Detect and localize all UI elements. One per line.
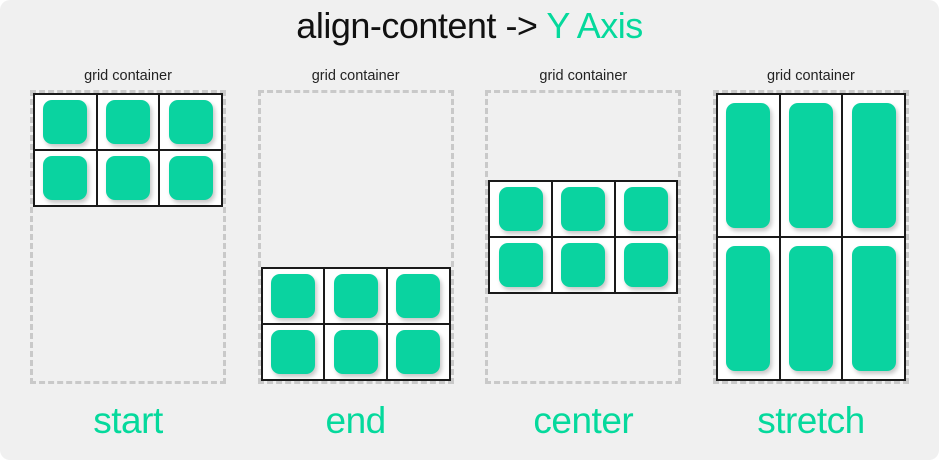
grid-container-caption: grid container bbox=[539, 68, 628, 84]
grid-cell bbox=[262, 269, 324, 323]
grid-item bbox=[726, 246, 771, 371]
grid-cell bbox=[160, 151, 221, 205]
grid-cell bbox=[97, 151, 159, 205]
grid-item bbox=[623, 187, 668, 231]
grid-cell bbox=[552, 182, 614, 236]
grid-container-center bbox=[485, 90, 682, 384]
grid-container-start bbox=[30, 90, 226, 384]
grid-cell bbox=[97, 95, 159, 149]
grid-cell bbox=[843, 238, 904, 379]
grid-cell bbox=[780, 95, 842, 236]
grid-item bbox=[396, 274, 441, 318]
grid-item bbox=[623, 243, 668, 287]
grid-item bbox=[270, 330, 315, 374]
grid-item bbox=[561, 243, 606, 287]
grid-cell bbox=[35, 151, 96, 205]
grid-cell bbox=[615, 182, 677, 236]
grid-cell bbox=[615, 238, 677, 292]
grid-cell bbox=[552, 238, 614, 292]
demo-row: grid container grid container bbox=[0, 66, 939, 460]
grid-item bbox=[788, 246, 833, 371]
demo-stretch: grid container bbox=[712, 66, 909, 460]
demo-start: grid container bbox=[30, 66, 226, 460]
demo-center: grid container bbox=[485, 66, 682, 460]
grid-item bbox=[561, 187, 606, 231]
grid-item bbox=[851, 103, 896, 228]
grid-item bbox=[43, 100, 88, 144]
title-property: align-content -> bbox=[296, 5, 547, 46]
grid-container-stretch bbox=[712, 90, 909, 384]
value-label-start: start bbox=[93, 400, 163, 441]
value-label-stretch: stretch bbox=[757, 400, 865, 441]
grid bbox=[488, 180, 679, 294]
grid-cell bbox=[780, 238, 842, 379]
grid-cell bbox=[843, 95, 904, 236]
grid-item bbox=[498, 187, 543, 231]
grid-cell bbox=[490, 238, 551, 292]
grid-item bbox=[105, 100, 150, 144]
grid-item bbox=[788, 103, 833, 228]
grid-item bbox=[396, 330, 441, 374]
grid-cell bbox=[325, 269, 386, 323]
grid-cell bbox=[160, 95, 221, 149]
grid-item bbox=[333, 330, 378, 374]
grid bbox=[715, 93, 906, 381]
demo-end: grid container bbox=[257, 66, 454, 460]
grid-item bbox=[498, 243, 543, 287]
grid-cell bbox=[717, 95, 779, 236]
value-label-center: center bbox=[533, 400, 634, 441]
grid-item bbox=[726, 103, 771, 228]
grid bbox=[260, 267, 451, 381]
grid-item bbox=[333, 274, 378, 318]
grid-cell bbox=[262, 325, 324, 379]
grid-container-end bbox=[257, 90, 454, 384]
grid-item bbox=[105, 156, 150, 200]
grid-item bbox=[168, 100, 213, 144]
grid-cell bbox=[387, 269, 449, 323]
value-label-end: end bbox=[325, 400, 387, 441]
grid-container-caption: grid container bbox=[311, 68, 400, 84]
grid-cell bbox=[717, 238, 779, 379]
grid-cell bbox=[490, 182, 551, 236]
title-axis: Y Axis bbox=[546, 5, 643, 46]
grid-item bbox=[43, 156, 88, 200]
grid bbox=[33, 93, 223, 207]
grid-cell bbox=[325, 325, 386, 379]
grid-item bbox=[168, 156, 213, 200]
grid-container-caption: grid container bbox=[767, 68, 855, 84]
grid-container-caption: grid container bbox=[84, 68, 172, 84]
grid-cell bbox=[387, 325, 449, 379]
value-label-row: start end center stretch bbox=[0, 392, 939, 460]
page-title: align-content -> Y Axis bbox=[0, 2, 939, 50]
grid-cell bbox=[35, 95, 96, 149]
grid-item bbox=[270, 274, 315, 318]
grid-item bbox=[851, 246, 896, 371]
